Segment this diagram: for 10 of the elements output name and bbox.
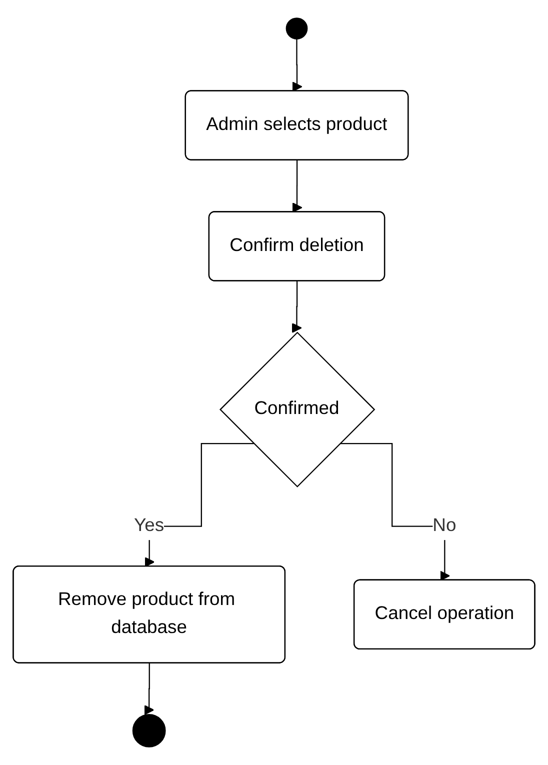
edge-label: No	[432, 516, 456, 536]
node-circle	[286, 18, 308, 40]
arrow	[340, 443, 450, 581]
arrow	[292, 160, 302, 213]
node-diamond: Confirmed	[219, 332, 376, 488]
edge-label: Yes	[134, 516, 164, 536]
arrow	[292, 280, 302, 333]
arrow	[292, 38, 302, 92]
arrow	[144, 662, 154, 716]
node-circle	[132, 714, 166, 748]
